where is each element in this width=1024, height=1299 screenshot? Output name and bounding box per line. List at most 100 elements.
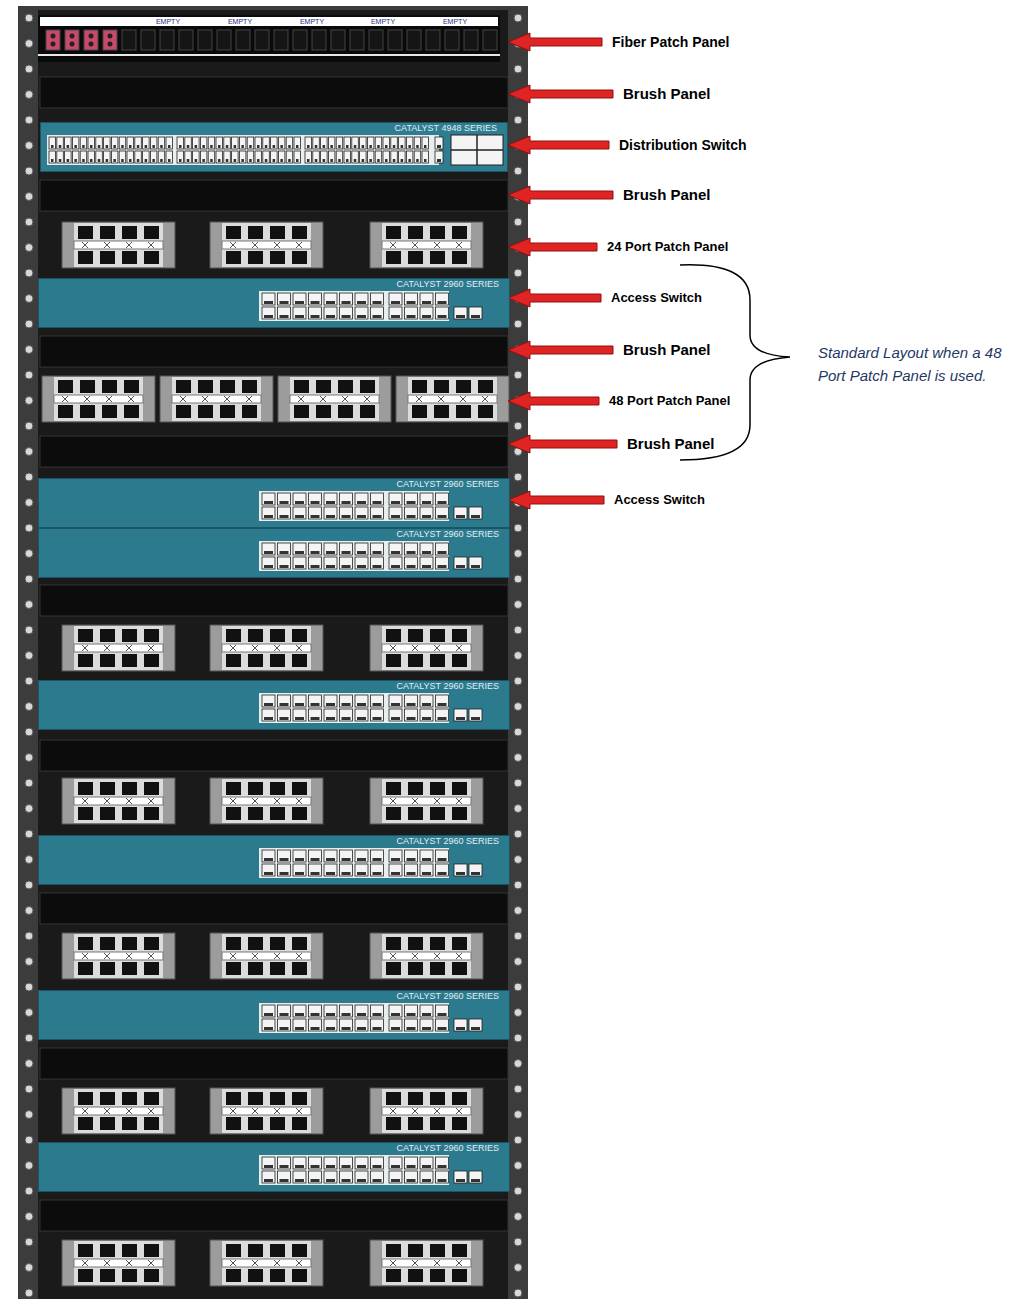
rack-screw bbox=[25, 1238, 33, 1246]
rack-screw bbox=[25, 1111, 33, 1119]
patch-port-block bbox=[210, 625, 323, 671]
rack-screw bbox=[25, 473, 33, 481]
fiber-panel-graphic bbox=[38, 15, 500, 62]
rack-screw bbox=[514, 754, 522, 762]
rack-screw bbox=[25, 779, 33, 787]
patch-port-block bbox=[210, 778, 323, 824]
rack-screw bbox=[514, 677, 522, 685]
callout-arrow bbox=[508, 238, 597, 256]
rack-screw bbox=[25, 575, 33, 583]
callout-arrow bbox=[508, 491, 604, 509]
rack-screw bbox=[25, 728, 33, 736]
part-label: Brush Panel bbox=[623, 85, 711, 103]
rack-screw bbox=[514, 983, 522, 991]
rack-screw bbox=[25, 907, 33, 915]
port-label: EMPTY bbox=[222, 17, 258, 26]
rack-screw bbox=[25, 116, 33, 124]
rack-screw bbox=[25, 983, 33, 991]
patch-port-block bbox=[396, 376, 509, 422]
access-switch: CATALYST 2960 SERIES bbox=[38, 835, 510, 885]
rack-screw bbox=[25, 1136, 33, 1144]
rack-frame bbox=[18, 6, 528, 1299]
rack-screw bbox=[25, 448, 33, 456]
rack-screw bbox=[514, 1162, 522, 1170]
part-label: 24 Port Patch Panel bbox=[607, 239, 728, 255]
rack-screw bbox=[514, 856, 522, 864]
part-label: Distribution Switch bbox=[619, 137, 747, 154]
callout-arrow bbox=[508, 435, 617, 453]
rack-screw bbox=[514, 1009, 522, 1017]
rack-screw bbox=[514, 932, 522, 940]
rack-screw bbox=[514, 958, 522, 966]
rack-screw bbox=[514, 320, 522, 328]
rack-screw bbox=[514, 601, 522, 609]
rack-screw bbox=[25, 320, 33, 328]
rack-screw bbox=[25, 167, 33, 175]
rack-screw bbox=[25, 754, 33, 762]
rack-screw bbox=[514, 728, 522, 736]
rack-screw bbox=[514, 626, 522, 634]
rack-screw bbox=[25, 1187, 33, 1195]
rack-screw bbox=[25, 1060, 33, 1068]
model-label: CATALYST 2960 SERIES bbox=[397, 836, 499, 847]
rack-screw bbox=[25, 65, 33, 73]
rack-screw bbox=[25, 677, 33, 685]
patch-port-block bbox=[370, 625, 483, 671]
brush-panel bbox=[40, 77, 508, 108]
access-switch: CATALYST 2960 SERIES bbox=[38, 990, 510, 1040]
rack-screw bbox=[514, 703, 522, 711]
callout-arrow bbox=[508, 392, 599, 410]
port-label: EMPTY bbox=[365, 17, 401, 26]
rack-screw bbox=[25, 703, 33, 711]
rack-screw bbox=[514, 218, 522, 226]
rack-screw bbox=[514, 422, 522, 430]
port-label: EMPTY bbox=[437, 17, 473, 26]
rack-screw bbox=[25, 932, 33, 940]
model-label: CATALYST 2960 SERIES bbox=[397, 529, 499, 540]
rack-screw bbox=[25, 805, 33, 813]
rack-screw bbox=[25, 652, 33, 660]
rack-screw bbox=[25, 193, 33, 201]
callout-arrows bbox=[508, 33, 617, 509]
rack-screw bbox=[25, 626, 33, 634]
patch-port-block bbox=[210, 1240, 323, 1286]
rack-screw bbox=[514, 1213, 522, 1221]
rack-screw bbox=[25, 1213, 33, 1221]
rack-screw bbox=[514, 1085, 522, 1093]
rack-screw bbox=[25, 371, 33, 379]
patch-port-block bbox=[210, 222, 323, 268]
rack-screw bbox=[25, 14, 33, 22]
callout-arrow bbox=[508, 341, 613, 359]
rack-screw bbox=[25, 830, 33, 838]
patch-port-block bbox=[210, 933, 323, 979]
rack-screw bbox=[25, 142, 33, 150]
patch-port-block bbox=[370, 933, 483, 979]
rack-screw bbox=[514, 1034, 522, 1042]
part-label: Brush Panel bbox=[627, 435, 715, 453]
part-label: Brush Panel bbox=[623, 341, 711, 359]
patch-port-block bbox=[370, 1088, 483, 1134]
rack-screw bbox=[514, 167, 522, 175]
rack-screw bbox=[25, 346, 33, 354]
rack-screw bbox=[25, 1162, 33, 1170]
patch-port-block bbox=[370, 222, 483, 268]
patch-port-block bbox=[210, 1088, 323, 1134]
callout-arrow bbox=[508, 85, 613, 103]
callout-arrow bbox=[508, 33, 602, 51]
rack-screw bbox=[25, 244, 33, 252]
rack-screw bbox=[25, 397, 33, 405]
patch-port-block bbox=[62, 778, 175, 824]
rack-screw bbox=[25, 218, 33, 226]
rack-screws bbox=[25, 14, 522, 1297]
brush-panel bbox=[40, 585, 508, 616]
fiber-patch-panel: EMPTYEMPTYEMPTYEMPTYEMPTY bbox=[38, 15, 500, 62]
rack-screw bbox=[514, 881, 522, 889]
model-label: CATALYST 2960 SERIES bbox=[397, 681, 499, 692]
rack-screw bbox=[514, 907, 522, 915]
rack-screw bbox=[25, 601, 33, 609]
rack-screw bbox=[514, 652, 522, 660]
brush-panel bbox=[40, 436, 508, 467]
part-label: Brush Panel bbox=[623, 186, 711, 204]
patch-port-block bbox=[42, 376, 155, 422]
rack-screw bbox=[514, 65, 522, 73]
